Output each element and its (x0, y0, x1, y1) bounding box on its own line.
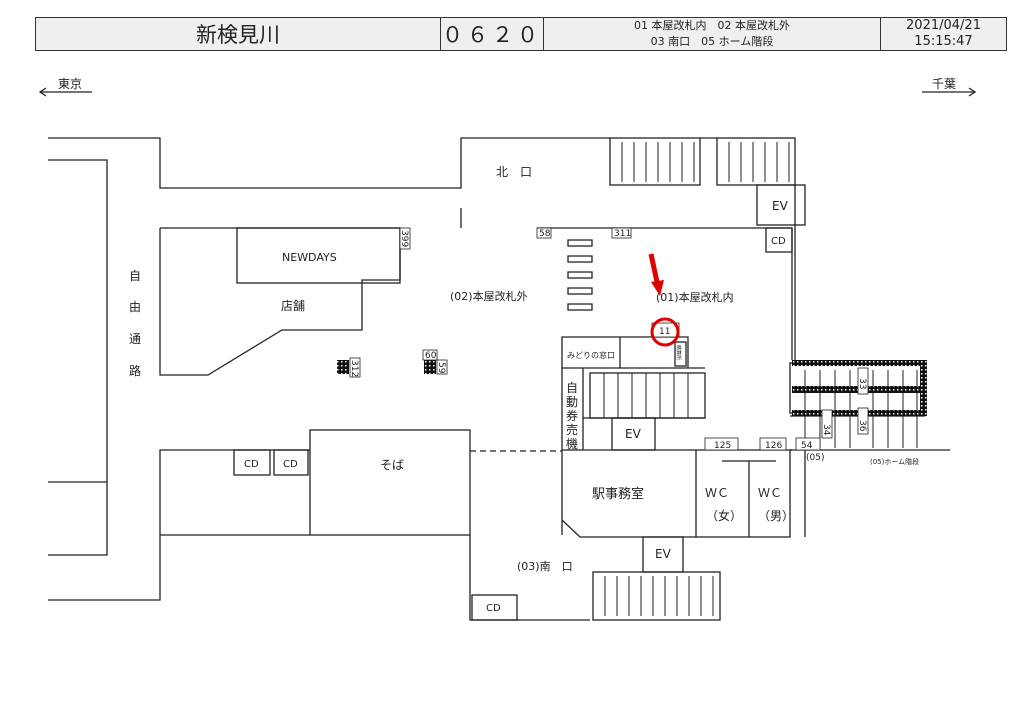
gate-inside-label: (01)本屋改札内 (656, 290, 734, 304)
direction-tokyo: 東京 (58, 77, 82, 91)
free-passage-char: 由 (129, 300, 141, 314)
free-passage-char: 自 (129, 269, 141, 283)
marker-60: 60 (425, 351, 437, 361)
ticket-machine-char: 券 (566, 408, 578, 423)
free-passage-char: 通 (129, 332, 141, 346)
marker-11: 11 (659, 327, 670, 337)
cd-north: CD (771, 236, 786, 247)
wc-male-label: ＷＣ (758, 486, 782, 500)
midori-window-label: みどりの窓口 (567, 350, 615, 360)
area-legend: 01 本屋改札内 02 本屋改札外 03 南口 05 ホーム階段 (543, 17, 881, 51)
station-name: 新検見川 (35, 17, 441, 51)
marker-59: 59 (436, 362, 446, 374)
date: 2021/04/21 (906, 18, 981, 33)
time: 15:15:47 (914, 34, 973, 49)
ev-north: EV (772, 199, 789, 213)
ticket-machine-char: 売 (566, 422, 578, 437)
marker-36: 36 (857, 420, 867, 432)
ev-concourse: EV (625, 427, 642, 441)
north-exit-label: 北 口 (496, 165, 532, 179)
marker-58: 58 (539, 229, 551, 239)
wc-female-label: ＷＣ (705, 486, 729, 500)
arrow-east-icon (922, 87, 977, 97)
ticket-machine-char: 機 (566, 436, 578, 451)
cd-south: CD (486, 603, 501, 614)
station-code: ０６２０ (440, 17, 544, 51)
cd-soba-2: CD (283, 459, 298, 470)
marker-125: 125 (714, 441, 731, 451)
soba-label: そば (380, 458, 404, 472)
pointer-arrow-icon (648, 253, 664, 296)
legend-line-2: 03 南口 05 ホーム階段 (650, 35, 774, 48)
platform-stairs-code: (05) (806, 453, 824, 463)
ticket-machine-char: 自 (566, 381, 578, 395)
legend-line-1: 01 本屋改札内 02 本屋改札外 (634, 19, 790, 32)
marker-399: 399 (399, 230, 409, 247)
station-office-label: 駅事務室 (592, 486, 644, 502)
timestamp: 2021/04/21 15:15:47 (880, 17, 1007, 51)
south-exit-label: (03)南 口 (517, 560, 573, 573)
shop-label: 店舗 (281, 299, 305, 313)
marker-34: 34 (821, 424, 831, 436)
highlight-circle (650, 317, 680, 347)
wc-male-sub: （男） (758, 509, 794, 523)
ticket-machine-char: 動 (566, 395, 578, 409)
free-passage-char: 路 (129, 363, 141, 378)
direction-chiba: 千葉 (932, 77, 956, 91)
arrow-west-icon (38, 87, 92, 97)
ev-south: EV (655, 547, 672, 561)
marker-126: 126 (765, 441, 782, 451)
gate-outside-label: (02)本屋改札外 (450, 289, 528, 303)
marker-54: 54 (801, 441, 813, 451)
wc-female-sub: （女） (706, 508, 742, 523)
newdays-label: NEWDAYS (282, 251, 337, 264)
marker-312: 312 (349, 360, 359, 377)
cd-soba-1: CD (244, 459, 259, 470)
platform-stairs-label: (05)ホーム階段 (870, 457, 919, 466)
marker-311: 311 (614, 229, 631, 239)
office-small-label: 精算所 (675, 345, 682, 360)
marker-33: 33 (857, 378, 867, 389)
